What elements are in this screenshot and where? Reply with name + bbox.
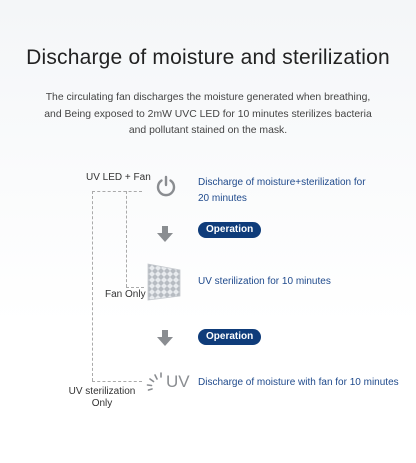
connector-line — [126, 191, 127, 287]
power-icon[interactable] — [154, 174, 178, 198]
connector-line — [92, 191, 142, 192]
mode-label-uv-led-fan: UV LED + Fan — [86, 172, 151, 183]
mode-label-uv-only: UV sterilization Only — [68, 386, 136, 409]
uv-icon: UV — [146, 371, 190, 393]
mode-label-fan-only: Fan Only — [105, 289, 146, 300]
step-text-3: Discharge of moisture with fan for 10 mi… — [198, 377, 399, 388]
fan-filter-icon — [146, 262, 182, 302]
step-text-2: UV sterilization for 10 minutes — [198, 276, 331, 287]
connector-line — [92, 191, 93, 381]
page-title: Discharge of moisture and sterilization — [26, 46, 390, 69]
connector-line — [126, 287, 144, 288]
operation-badge-1: Operation — [198, 222, 262, 238]
uv-icon-text: UV — [166, 372, 190, 391]
step-text-1: Discharge of moisture+sterilization for … — [198, 177, 366, 204]
arrow-down-icon — [156, 225, 174, 243]
arrow-down-icon — [156, 329, 174, 347]
operation-badge-2: Operation — [198, 329, 262, 345]
connector-line — [92, 381, 142, 382]
description: The circulating fan discharges the moist… — [44, 92, 372, 136]
